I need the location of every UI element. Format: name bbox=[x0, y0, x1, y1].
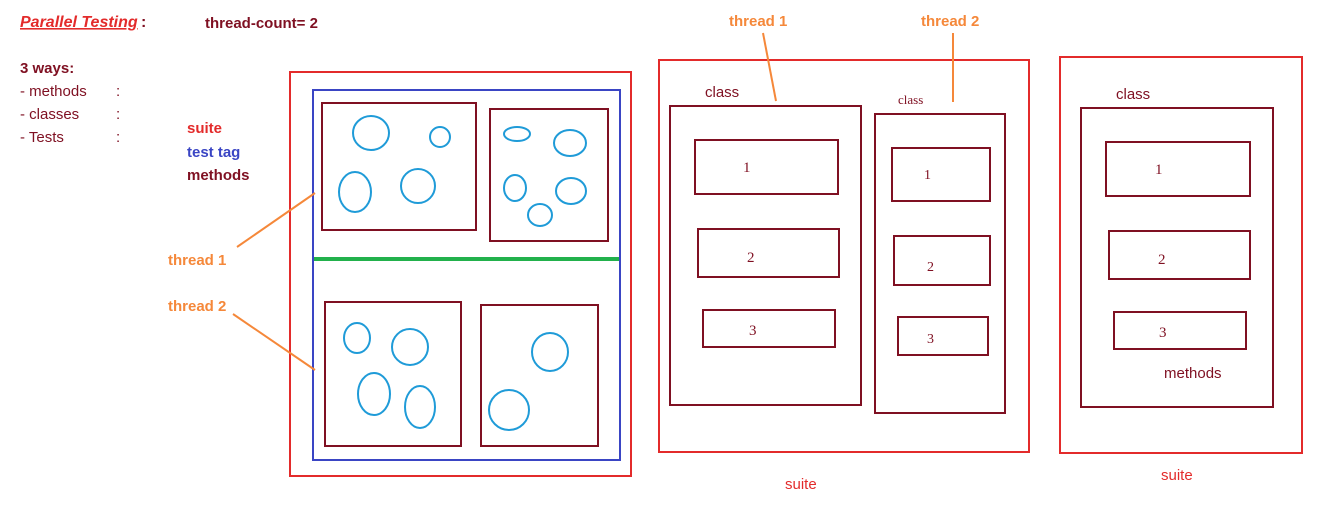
title-colon: : bbox=[141, 14, 146, 31]
suite-box bbox=[658, 59, 1030, 453]
class-label: class bbox=[898, 92, 923, 107]
suite-label: suite bbox=[785, 476, 817, 493]
method-box bbox=[897, 316, 989, 356]
method-number: 2 bbox=[747, 250, 755, 266]
class-box bbox=[1080, 107, 1274, 408]
method-ellipse bbox=[404, 385, 436, 429]
method-number: 1 bbox=[1155, 162, 1163, 178]
class-box bbox=[480, 304, 599, 447]
method-number: 3 bbox=[749, 323, 757, 339]
thread1-label: thread 1 bbox=[168, 252, 226, 269]
method-ellipse bbox=[357, 372, 391, 416]
method-box bbox=[694, 139, 839, 195]
diagram3: class 1 2 3 methods suite bbox=[1059, 56, 1303, 484]
method-ellipse bbox=[400, 168, 436, 204]
suite-box bbox=[1059, 56, 1303, 454]
method-box bbox=[1105, 141, 1251, 197]
method-ellipse bbox=[352, 115, 390, 151]
method-box bbox=[1113, 311, 1247, 350]
thread1-pointer bbox=[236, 192, 316, 248]
diagram2: thread 1 thread 2 class class 1 2 3 1 2 … bbox=[658, 13, 1030, 493]
way-colon: : bbox=[116, 83, 120, 100]
method-ellipse bbox=[555, 177, 587, 205]
title: Parallel Testing bbox=[20, 14, 138, 31]
class-box bbox=[324, 301, 462, 447]
thread2-pointer bbox=[232, 313, 316, 371]
way-item: - classes bbox=[20, 106, 79, 123]
legend-test-tag: test tag bbox=[187, 144, 240, 161]
diagram1: thread 1 thread 2 bbox=[168, 71, 632, 477]
way-colon: : bbox=[116, 106, 120, 123]
legend-methods: methods bbox=[187, 167, 250, 184]
method-ellipse bbox=[391, 328, 429, 366]
method-box bbox=[893, 235, 991, 286]
test-tag-box bbox=[312, 89, 621, 461]
method-box bbox=[697, 228, 840, 278]
suite-box bbox=[289, 71, 632, 477]
class-label: class bbox=[1116, 86, 1150, 103]
class-box bbox=[489, 108, 609, 242]
method-box bbox=[891, 147, 991, 202]
method-number: 1 bbox=[743, 160, 751, 176]
thread1-label: thread 1 bbox=[729, 13, 787, 30]
method-ellipse bbox=[531, 332, 569, 372]
thread1-pointer bbox=[762, 32, 777, 102]
method-ellipse bbox=[553, 129, 587, 157]
class-box bbox=[321, 102, 477, 231]
method-ellipse bbox=[429, 126, 451, 148]
ways-heading: 3 ways: bbox=[20, 60, 74, 77]
method-ellipse bbox=[503, 174, 527, 202]
suite-label: suite bbox=[1161, 467, 1193, 484]
thread-count-label: thread-count= 2 bbox=[205, 15, 318, 32]
method-box bbox=[702, 309, 836, 348]
method-number: 2 bbox=[927, 260, 934, 275]
class-box bbox=[669, 105, 862, 406]
method-number: 3 bbox=[1159, 325, 1167, 341]
method-ellipse bbox=[338, 171, 372, 213]
methods-label: methods bbox=[1164, 365, 1222, 382]
method-ellipse bbox=[488, 389, 530, 431]
method-number: 2 bbox=[1158, 252, 1166, 268]
method-number: 1 bbox=[924, 168, 931, 183]
way-item: - Tests bbox=[20, 129, 64, 146]
method-ellipse bbox=[527, 203, 553, 227]
method-ellipse bbox=[503, 126, 531, 142]
method-box bbox=[1108, 230, 1251, 280]
legend-suite: suite bbox=[187, 120, 222, 137]
thread2-label: thread 2 bbox=[168, 298, 226, 315]
way-item: - methods bbox=[20, 83, 87, 100]
class-box bbox=[874, 113, 1006, 414]
class-label: class bbox=[705, 84, 739, 101]
thread2-label: thread 2 bbox=[921, 13, 979, 30]
method-ellipse bbox=[343, 322, 371, 354]
method-number: 3 bbox=[927, 332, 934, 347]
way-colon: : bbox=[116, 129, 120, 146]
